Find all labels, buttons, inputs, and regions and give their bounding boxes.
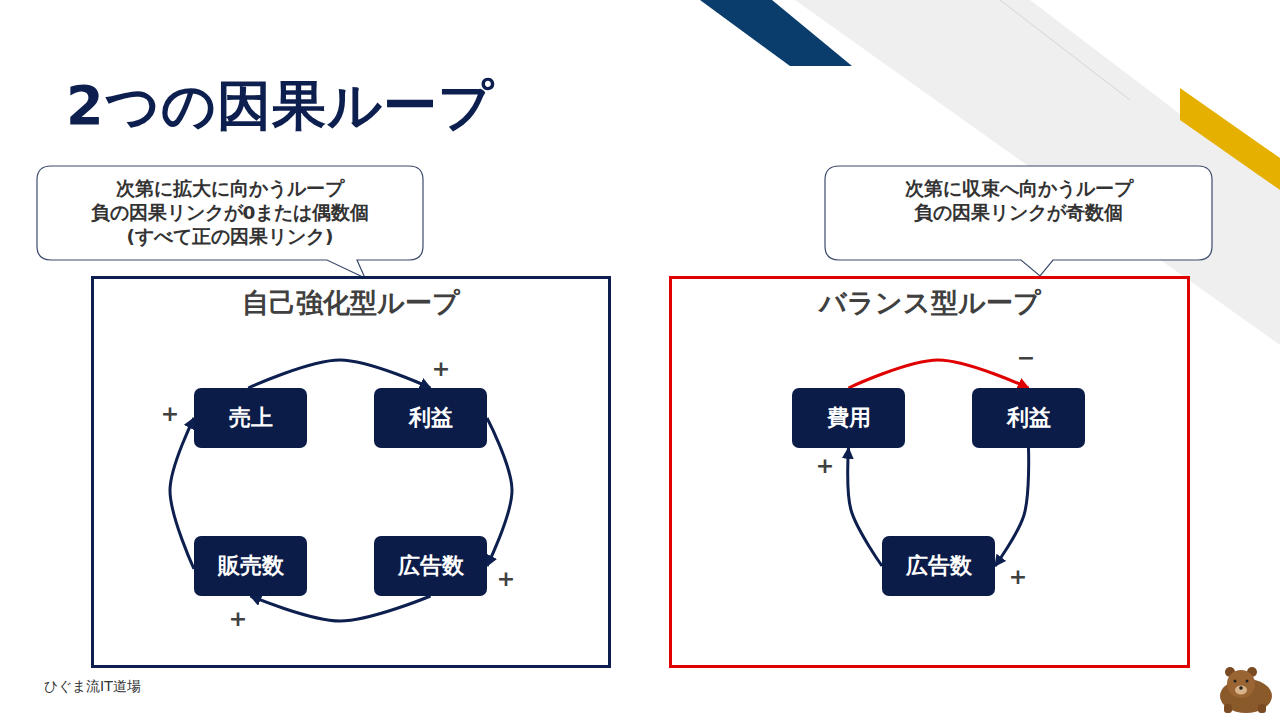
box-label: 販売数	[218, 551, 284, 581]
box-label: 利益	[409, 403, 453, 433]
bear-illustration	[1220, 667, 1272, 713]
callout-shape	[825, 166, 1212, 276]
footer-label: ひぐま流IT道場	[44, 678, 141, 696]
loop-frame: 自己強化型ループ売上 利益販売数 広告数	[91, 276, 611, 668]
polarity-sign: +	[816, 453, 834, 478]
loop-frame: バランス型ループ費用 利益広告数	[669, 276, 1190, 668]
callout-shape	[37, 166, 423, 278]
box-label: 広告数	[906, 551, 972, 581]
polarity-sign: +	[1009, 564, 1027, 589]
callout-text: 次第に収束へ向かうループ	[825, 177, 1212, 201]
variable-box: 広告数	[374, 536, 487, 596]
frame-heading: 自己強化型ループ	[94, 285, 608, 321]
variable-box: 広告数	[882, 536, 995, 596]
callout-text: (すべて正の因果リンク)	[37, 225, 423, 249]
accent-line	[1000, 0, 1130, 100]
causal-link	[487, 418, 512, 566]
callout-text: 負の因果リンクが0または偶数個	[37, 201, 423, 225]
variable-box: 利益	[972, 388, 1085, 448]
box-label: 利益	[1007, 403, 1051, 433]
slide-title: 2つの因果ループ	[66, 70, 494, 143]
box-label: 売上	[229, 403, 273, 433]
variable-box: 売上	[194, 388, 307, 448]
causal-link	[248, 360, 430, 388]
polarity-sign: −	[1017, 345, 1035, 370]
polarity-sign: +	[161, 401, 179, 426]
callout-bubble: 次第に拡大に向かうループ負の因果リンクが0または偶数個(すべて正の因果リンク)	[37, 166, 423, 260]
callout-text: 負の因果リンクが奇数個	[825, 201, 1212, 225]
causal-link	[848, 448, 882, 566]
callout-bubble: 次第に収束へ向かうループ負の因果リンクが奇数個	[825, 166, 1212, 260]
frame-heading: バランス型ループ	[672, 285, 1187, 321]
variable-box: 利益	[374, 388, 487, 448]
variable-box: 費用	[792, 388, 905, 448]
variable-box: 販売数	[194, 536, 307, 596]
accent-stripe	[700, 0, 852, 66]
box-label: 広告数	[398, 551, 464, 581]
causal-link	[995, 448, 1029, 566]
callout-text: 次第に拡大に向かうループ	[37, 177, 423, 201]
causal-link	[170, 418, 194, 569]
polarity-sign: +	[432, 356, 450, 381]
polarity-sign: +	[497, 566, 515, 591]
causal-link	[849, 360, 1029, 388]
causal-link	[251, 596, 431, 621]
box-label: 費用	[827, 403, 871, 433]
polarity-sign: +	[229, 606, 247, 631]
